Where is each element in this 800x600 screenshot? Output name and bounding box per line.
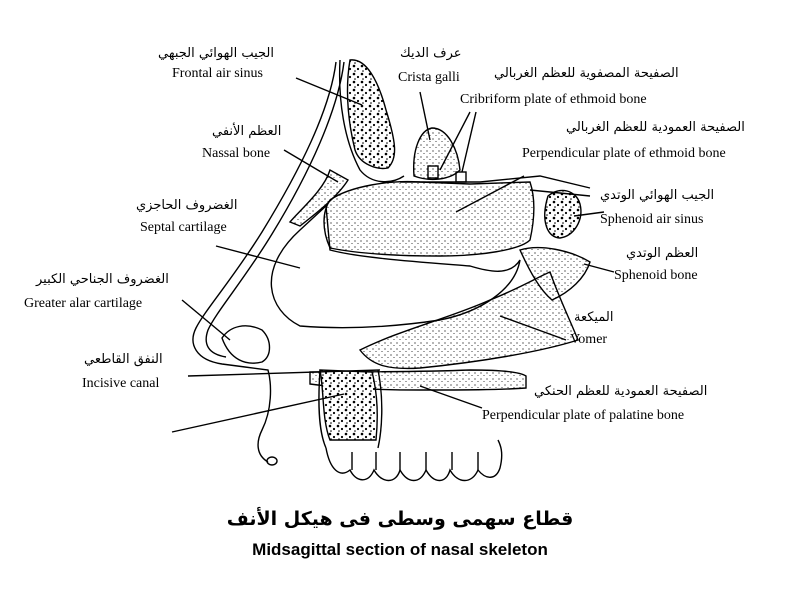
outer-nose-profile <box>192 61 337 463</box>
nasal-bone-label-ar: العظم الأنفي <box>212 124 282 139</box>
cribriform-plate-label-ar: الصفيحة المصفوية للعظم الغربالي <box>494 66 679 81</box>
leader-greater-alar <box>181 299 231 341</box>
frontal-air-sinus-label-ar: الجيب الهوائي الجبهي <box>158 46 274 61</box>
sphenoid-bone-label: Sphenoid bone <box>614 268 698 283</box>
perpendicular-plate-ethmoid-label: Perpendicular plate of ethmoid bone <box>522 146 726 161</box>
leader-cribriform-1 <box>439 111 471 171</box>
frontal-air-sinus-label: Frontal air sinus <box>172 66 263 81</box>
vomer-label: Vomer <box>570 332 608 347</box>
cribriform-plate-box-2 <box>455 171 467 183</box>
perpendicular-plate-palatine-label-ar: الصفيحة العمودية للعظم الحنكي <box>534 384 708 399</box>
frontal-air-sinus-shape <box>346 59 396 170</box>
sphenoid-bone-label-ar: العظم الوتدي <box>626 246 699 261</box>
septal-cartilage-label-ar: الغضروف الحاجزي <box>136 198 238 213</box>
perpendicular-plate-ethmoid-shape <box>323 180 535 257</box>
leader-nasal-bone <box>283 149 339 183</box>
incisive-canal-label: Incisive canal <box>82 376 160 391</box>
caption-english: Midsagittal section of nasal skeleton <box>252 540 548 559</box>
vomer-label-ar: الميكعة <box>574 310 614 325</box>
leader-sphenoid-bone <box>583 263 615 273</box>
sphenoid-air-sinus-label: Sphenoid air sinus <box>600 212 704 227</box>
leader-septal-cartilage <box>215 245 301 269</box>
septal-cartilage-label: Septal cartilage <box>140 220 227 235</box>
incisive-canal-label-ar: النفق القاطعي <box>84 352 163 367</box>
crista-galli-shape <box>413 127 461 181</box>
greater-alar-cartilage-shape <box>221 325 271 364</box>
incisive-canal-shape <box>319 369 378 441</box>
leader-vomer <box>499 315 567 341</box>
leader-incisive-2 <box>171 393 345 433</box>
leader-crista-galli <box>419 91 431 141</box>
leader-incisive-canal <box>187 369 381 377</box>
cribriform-plate-label: Cribriform plate of ethmoid bone <box>460 92 647 107</box>
perpendicular-plate-palatine-label: Perpendicular plate of palatine bone <box>482 408 685 423</box>
sphenoid-air-sinus-shape <box>544 189 582 239</box>
leader-cribriform-2 <box>461 111 477 173</box>
greater-alar-cartilage-label: Greater alar cartilage <box>24 296 143 311</box>
nasal-bone-label: Nassal bone <box>202 146 271 161</box>
crista-galli-label-ar: عرف الديك <box>400 46 462 61</box>
greater-alar-cartilage-label-ar: الغضروف الجناحي الكبير <box>36 272 169 287</box>
sphenoid-air-sinus-label-ar: الجيب الهوائي الوتدي <box>600 188 715 203</box>
leader-palatine <box>419 385 483 409</box>
perpendicular-plate-ethmoid-label-ar: الصفيحة العمودية للعظم الغربالي <box>566 120 745 135</box>
nasal-bone-shape <box>288 168 349 227</box>
leader-sphenoid-sinus <box>573 211 605 217</box>
vomer-shape <box>358 271 579 370</box>
caption-arabic: قطاع سهمى وسطى فى هيكل الأنف <box>226 508 574 530</box>
leader-frontal-sinus <box>295 77 363 106</box>
crista-galli-label: Crista galli <box>398 70 460 85</box>
leader-perp-plate-ethmoid <box>455 175 525 213</box>
cribriform-plate-box-1 <box>427 165 439 179</box>
